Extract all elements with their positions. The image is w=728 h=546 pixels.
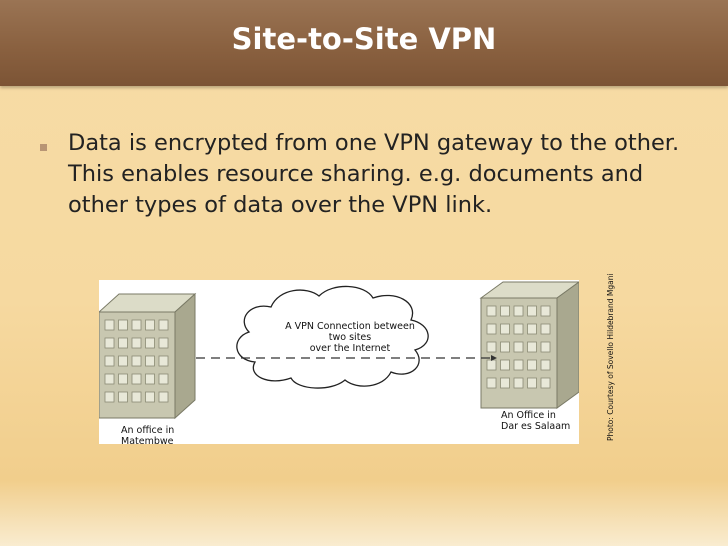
building-window [145,337,155,349]
building-window [131,391,142,403]
left-office-label: An office in Matembwe [121,425,174,447]
left-office-line2: Matembwe [121,436,174,447]
left-office-line1: An office in [121,425,175,436]
building-window [527,323,537,335]
building-window [527,377,537,389]
building-window [540,323,551,335]
building-window [131,337,142,349]
building-window [500,377,510,389]
arrow-head-icon [491,355,497,361]
building-window [145,391,155,403]
right-office-label: An Office in Dar es Salaam [501,410,570,432]
building-window [540,359,551,371]
left-building-icon [99,292,197,420]
right-office-line2: Dar es Salaam [501,421,571,432]
building-window [104,337,115,349]
building-window [486,323,497,335]
building-window [486,377,497,389]
building-window [104,391,115,403]
building-window [486,359,497,371]
building-window [513,359,524,371]
building-window [145,373,155,385]
building-window [486,341,497,353]
cloud-line2: two sites [328,332,372,343]
internet-cloud-icon [236,285,429,389]
building-window [145,319,155,331]
building-window [118,319,128,331]
building-window [118,337,128,349]
building-window [513,323,524,335]
building-window [500,341,510,353]
building-window [131,355,142,367]
building-window [540,377,551,389]
building-window [513,305,524,317]
bullet-text: Data is encrypted from one VPN gateway t… [68,130,680,218]
building-window [104,373,115,385]
building-window [527,359,537,371]
building-window [500,305,510,317]
building-window [158,391,169,403]
bullet-icon [40,144,47,151]
building-window [158,355,169,367]
cloud-label: A VPN Connection between two sites over … [282,321,418,354]
building-window [500,323,510,335]
right-office-line1: An Office in [501,410,556,421]
vpn-diagram: An office in Matembwe An Office in Dar e… [99,280,579,447]
building-window [131,319,142,331]
building-window [158,337,169,349]
building-window [500,359,510,371]
right-building-icon [479,281,579,409]
building-window [540,341,551,353]
title-bar: Site-to-Site VPN [0,0,728,86]
slide-title: Site-to-Site VPN [231,22,497,56]
building-window [513,377,524,389]
building-window [527,341,537,353]
building-window [104,319,115,331]
photo-credit: Photo: Courtesy of Sovello Hildebrand Mg… [606,273,615,441]
building-window [513,341,524,353]
building-window [104,355,115,367]
building-window [145,355,155,367]
building-window [118,373,128,385]
building-window [527,305,537,317]
cloud-line1: A VPN Connection between [285,321,415,332]
building-window [118,355,128,367]
cloud-line3: over the Internet [309,343,391,354]
building-window [486,305,497,317]
building-window [131,373,142,385]
building-window [118,391,128,403]
building-window [158,319,169,331]
building-window [158,373,169,385]
building-window [540,305,551,317]
